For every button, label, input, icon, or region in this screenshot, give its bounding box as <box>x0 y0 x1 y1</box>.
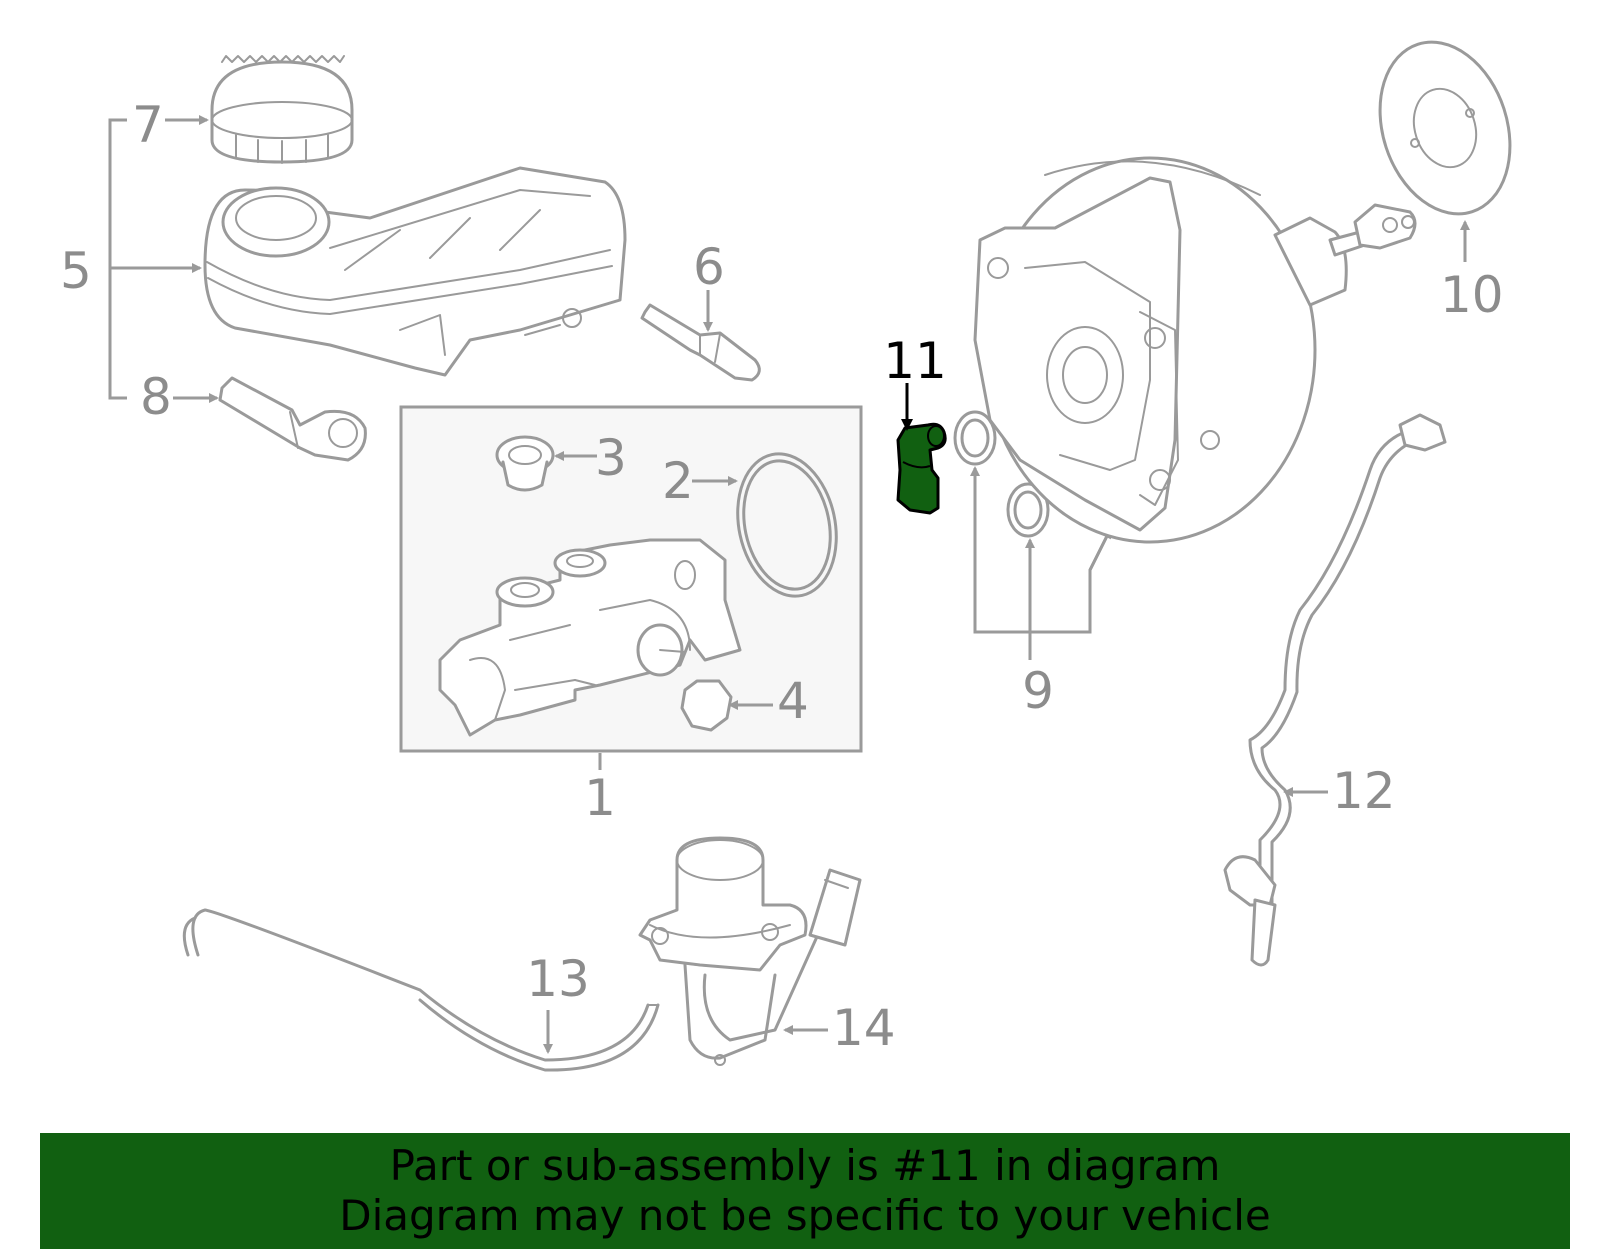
booster-pushrod <box>1273 203 1417 307</box>
master-cylinder <box>438 538 742 737</box>
level-sensor-pin <box>640 303 761 382</box>
callout-8: 8 <box>140 368 172 426</box>
vacuum-hose <box>1223 413 1447 967</box>
callout-5: 5 <box>60 242 92 300</box>
callout-13: 13 <box>526 950 590 1008</box>
callout-10: 10 <box>1440 266 1504 324</box>
vacuum-pump <box>638 836 862 1066</box>
reservoir-grommet <box>495 435 555 492</box>
banner-line-part: Part or sub-assembly is #11 in diagram <box>389 1141 1221 1190</box>
brake-fluid-reservoir <box>203 166 627 377</box>
callout-6: 6 <box>693 238 725 296</box>
brake-booster <box>973 156 1317 544</box>
callout-12: 12 <box>1332 762 1396 820</box>
callout-3: 3 <box>595 429 627 487</box>
part-info-banner: Part or sub-assembly is #11 in diagram D… <box>40 1133 1570 1249</box>
callout-bracket-7-5-8 <box>108 118 127 400</box>
highlighted-vacuum-sensor <box>896 422 947 515</box>
callout-2: 2 <box>662 452 694 510</box>
callout-11: 11 <box>883 332 947 390</box>
reservoir-cap <box>210 55 354 164</box>
callout-14: 14 <box>832 999 896 1057</box>
callout-9: 9 <box>1022 662 1054 720</box>
booster-gasket <box>1378 40 1512 216</box>
callout-4: 4 <box>777 672 809 730</box>
vacuum-pump-hose <box>182 908 660 1072</box>
callout-7: 7 <box>132 96 164 154</box>
reservoir-fitting <box>218 376 367 462</box>
callout-1: 1 <box>584 769 616 827</box>
master-cylinder-seal-ring <box>736 452 838 598</box>
booster-seal-rings <box>953 410 1050 538</box>
banner-line-disclaimer: Diagram may not be specific to your vehi… <box>339 1191 1271 1240</box>
hex-nut <box>680 679 733 732</box>
